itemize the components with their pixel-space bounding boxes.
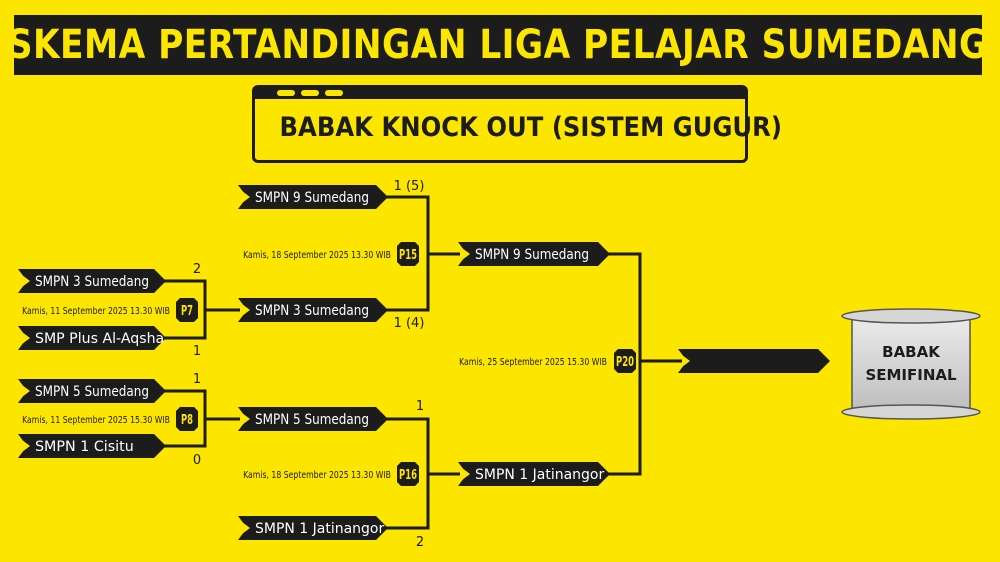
team-arrow-icon xyxy=(242,522,250,534)
team-name: SMPN 5 Sumedang xyxy=(255,412,369,428)
subtitle-banner: BABAK KNOCK OUT (SISTEM GUGUR) xyxy=(252,85,782,163)
match-date: Kamis, 25 September 2025 15.30 WIB xyxy=(459,357,607,368)
team-score: 1 xyxy=(416,399,424,414)
team-bar xyxy=(238,298,388,322)
team-score: 1 xyxy=(193,344,201,359)
title-banner: SKEMA PERTANDINGAN LIGA PELAJAR SUMEDANG xyxy=(8,15,988,75)
team-name: SMPN 9 Sumedang xyxy=(475,247,589,263)
team-score: 0 xyxy=(193,453,201,468)
team-score: 1 (4) xyxy=(394,316,425,331)
team-bar xyxy=(18,326,166,350)
match-badge xyxy=(614,349,636,373)
team-name: SMPN 1 Cisitu xyxy=(35,439,134,455)
team-bar xyxy=(18,379,166,403)
team-bar xyxy=(458,462,610,486)
team-bar xyxy=(238,185,388,209)
strip-dot xyxy=(277,90,295,96)
bracket-lines xyxy=(148,195,682,530)
team-name: SMPN 3 Sumedang xyxy=(35,274,149,290)
match-badge xyxy=(397,242,419,266)
match-code: P16 xyxy=(399,468,417,483)
match-date: Kamis, 11 September 2025 15.30 WIB xyxy=(22,415,170,426)
match-badge xyxy=(176,298,198,322)
match-code: P15 xyxy=(399,248,417,263)
scroll-roll-top xyxy=(841,308,981,324)
team-name: SMPN 1 Jatinangor xyxy=(475,467,604,483)
team-arrow-icon xyxy=(242,304,250,316)
team-score: 2 xyxy=(416,535,424,550)
team-arrow-icon xyxy=(242,191,250,203)
next-stage-line1: BABAK xyxy=(882,343,941,361)
team-bar xyxy=(18,434,166,458)
team-arrow-icon xyxy=(462,468,470,480)
team-arrow-icon xyxy=(682,355,690,367)
team-bar xyxy=(238,407,388,431)
team-name: SMPN 1 Jatinangor xyxy=(255,521,384,537)
team-arrow-icon xyxy=(22,385,30,397)
team-bar xyxy=(18,269,166,293)
match-code: P8 xyxy=(181,413,193,428)
team-bar xyxy=(238,516,388,540)
team-score: 2 xyxy=(193,262,201,277)
match-date: Kamis, 18 September 2025 13.30 WIB xyxy=(243,250,391,261)
match-date: Kamis, 18 September 2025 13.30 WIB xyxy=(243,470,391,481)
page-title: SKEMA PERTANDINGAN LIGA PELAJAR SUMEDANG xyxy=(8,22,988,68)
team-score: 1 (5) xyxy=(394,179,425,194)
team-arrow-icon xyxy=(22,332,30,344)
team-arrow-icon xyxy=(22,440,30,452)
team-name: SMPN 5 Sumedang xyxy=(35,384,149,400)
match-code: P20 xyxy=(616,355,634,370)
scroll-roll-bottom xyxy=(841,404,981,420)
scroll-body xyxy=(851,315,971,413)
team-name: SMP Plus Al-Aqsha xyxy=(35,331,164,347)
match-badge xyxy=(176,407,198,431)
team-bar xyxy=(458,242,610,266)
team-score: 1 xyxy=(193,372,201,387)
strip-dot xyxy=(325,90,343,96)
next-stage-line2: SEMIFINAL xyxy=(865,366,957,384)
match-badge xyxy=(397,462,419,486)
window-strip xyxy=(255,88,745,99)
connector-p20 xyxy=(590,252,642,476)
team-name: SMPN 3 Sumedang xyxy=(255,303,369,319)
team-name: SMPN 9 Sumedang xyxy=(255,190,369,206)
team-arrow-icon xyxy=(242,413,250,425)
match-code: P7 xyxy=(181,304,193,319)
team-arrow-icon xyxy=(22,275,30,287)
team-arrow-icon xyxy=(462,248,470,260)
team-bar xyxy=(678,349,830,373)
match-date: Kamis, 11 September 2025 13.30 WIB xyxy=(22,306,170,317)
strip-dot xyxy=(301,90,319,96)
page-subtitle: BABAK KNOCK OUT (SISTEM GUGUR) xyxy=(279,112,782,143)
